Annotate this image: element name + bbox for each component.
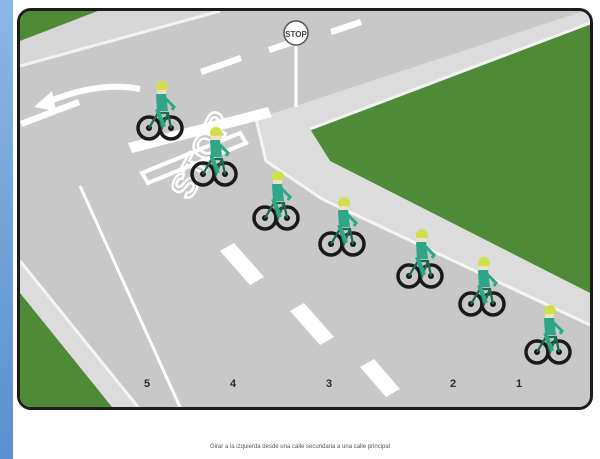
position-label-5: 5 bbox=[144, 378, 150, 390]
position-label-3: 3 bbox=[326, 378, 332, 390]
illustration-frame: STOP STOP 5 4 3 2 1 bbox=[17, 8, 593, 410]
left-border-strip bbox=[0, 0, 13, 459]
position-label-4: 4 bbox=[230, 378, 237, 390]
figure-caption: Girar a la izquierda desde una calle sec… bbox=[0, 444, 600, 450]
intersection-illustration: STOP STOP 5 4 3 2 1 bbox=[20, 11, 590, 407]
stop-sign-text: STOP bbox=[285, 30, 307, 39]
position-label-1: 1 bbox=[516, 378, 522, 390]
position-label-2: 2 bbox=[450, 378, 456, 390]
